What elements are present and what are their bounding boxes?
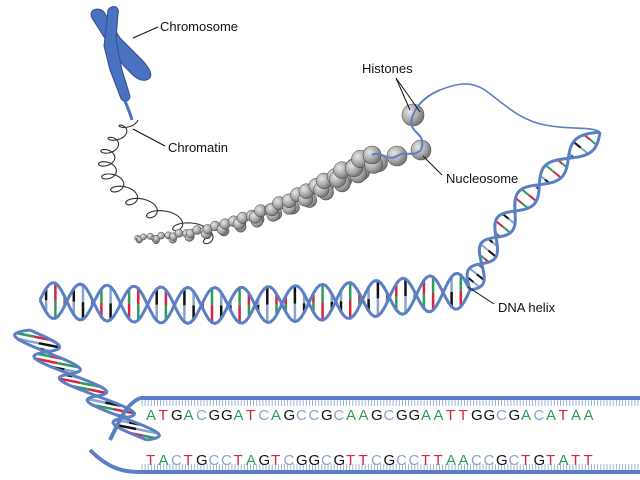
sequence-base: C xyxy=(334,407,345,424)
sequence-base: G xyxy=(534,452,546,469)
sequence-base: A xyxy=(571,407,581,424)
sequence-base: T xyxy=(159,407,168,424)
sequence-base: T xyxy=(184,452,193,469)
sequence-base: T xyxy=(546,452,555,469)
sequence-base: C xyxy=(496,407,507,424)
sequence-base: G xyxy=(396,407,408,424)
sequence-base: T xyxy=(234,452,243,469)
sequence-base: G xyxy=(196,452,208,469)
sequence-base: G xyxy=(209,407,221,424)
labels: Chromosome Chromatin Histones Nucleosome… xyxy=(132,19,556,315)
sequence-base: C xyxy=(259,407,270,424)
nucleosome-label: Nucleosome xyxy=(446,171,518,186)
sequence-base: T xyxy=(246,407,255,424)
sequence-base: A xyxy=(159,452,169,469)
dna-strand xyxy=(439,83,601,133)
sequence-base: A xyxy=(446,452,456,469)
sequence-base: G xyxy=(384,452,396,469)
dna-helix xyxy=(12,130,602,474)
sequence-base: G xyxy=(496,452,508,469)
sequence-base: C xyxy=(371,452,382,469)
sequence-base: G xyxy=(284,407,296,424)
sequence-base: A xyxy=(559,452,569,469)
sequence-base: A xyxy=(246,452,256,469)
sequence-base: A xyxy=(359,407,369,424)
sequence-base: T xyxy=(434,452,443,469)
sequence-base: A xyxy=(546,407,556,424)
chromatin-label: Chromatin xyxy=(168,140,228,155)
sequence-base: C xyxy=(221,452,232,469)
sequence-base: T xyxy=(584,452,593,469)
sequence-base: T xyxy=(459,407,468,424)
sequence-base: T xyxy=(271,452,280,469)
sequence-base: C xyxy=(534,407,545,424)
sequence-base: T xyxy=(146,452,155,469)
sequence-base: A xyxy=(234,407,244,424)
sequence-base: C xyxy=(171,452,182,469)
sequence-base: T xyxy=(346,452,355,469)
sequence-base: T xyxy=(521,452,530,469)
sequence-base: T xyxy=(421,452,430,469)
sequence-base: A xyxy=(146,407,156,424)
sequence-base: G xyxy=(409,407,421,424)
sequence-base: C xyxy=(384,407,395,424)
sequence-base: C xyxy=(284,452,295,469)
sequence-base: T xyxy=(559,407,568,424)
sequence-base: C xyxy=(409,452,420,469)
sequence-base: C xyxy=(196,407,207,424)
sequence-base: G xyxy=(321,407,333,424)
sequence-base: G xyxy=(171,407,183,424)
nucleosome-group xyxy=(362,89,441,167)
sequence-base: C xyxy=(309,407,320,424)
sequence-base: A xyxy=(271,407,281,424)
chromosome-shape xyxy=(90,6,152,121)
sequence-base: G xyxy=(509,407,521,424)
sequence-base: T xyxy=(359,452,368,469)
sequence-base: C xyxy=(509,452,520,469)
sequence-base: A xyxy=(434,407,444,424)
sequence-base: C xyxy=(296,407,307,424)
sequence-base: A xyxy=(184,407,194,424)
chromosome-label: Chromosome xyxy=(160,19,238,34)
sequence-base: C xyxy=(484,452,495,469)
chromatin-coil xyxy=(97,119,214,245)
sequence-base: G xyxy=(296,452,308,469)
sequence-base: A xyxy=(421,407,431,424)
sequence-base: G xyxy=(259,452,271,469)
sequence-base: T xyxy=(446,407,455,424)
sequence-base: G xyxy=(221,407,233,424)
sequence-base: G xyxy=(484,407,496,424)
sequence-base: T xyxy=(571,452,580,469)
sequence-base: G xyxy=(471,407,483,424)
solenoid-fiber xyxy=(134,148,388,245)
sequence-base: C xyxy=(209,452,220,469)
histones-label: Histones xyxy=(362,61,413,76)
sequence-base: G xyxy=(309,452,321,469)
sequence-base: C xyxy=(321,452,332,469)
sequence-base: A xyxy=(459,452,469,469)
sequence-base: A xyxy=(584,407,594,424)
sequence-base: C xyxy=(471,452,482,469)
dna-helix-label: DNA helix xyxy=(498,300,556,315)
sequence-base: A xyxy=(346,407,356,424)
sequence-base: G xyxy=(371,407,383,424)
sequence-base: A xyxy=(521,407,531,424)
sequence-base: C xyxy=(396,452,407,469)
sequence-base: G xyxy=(334,452,346,469)
